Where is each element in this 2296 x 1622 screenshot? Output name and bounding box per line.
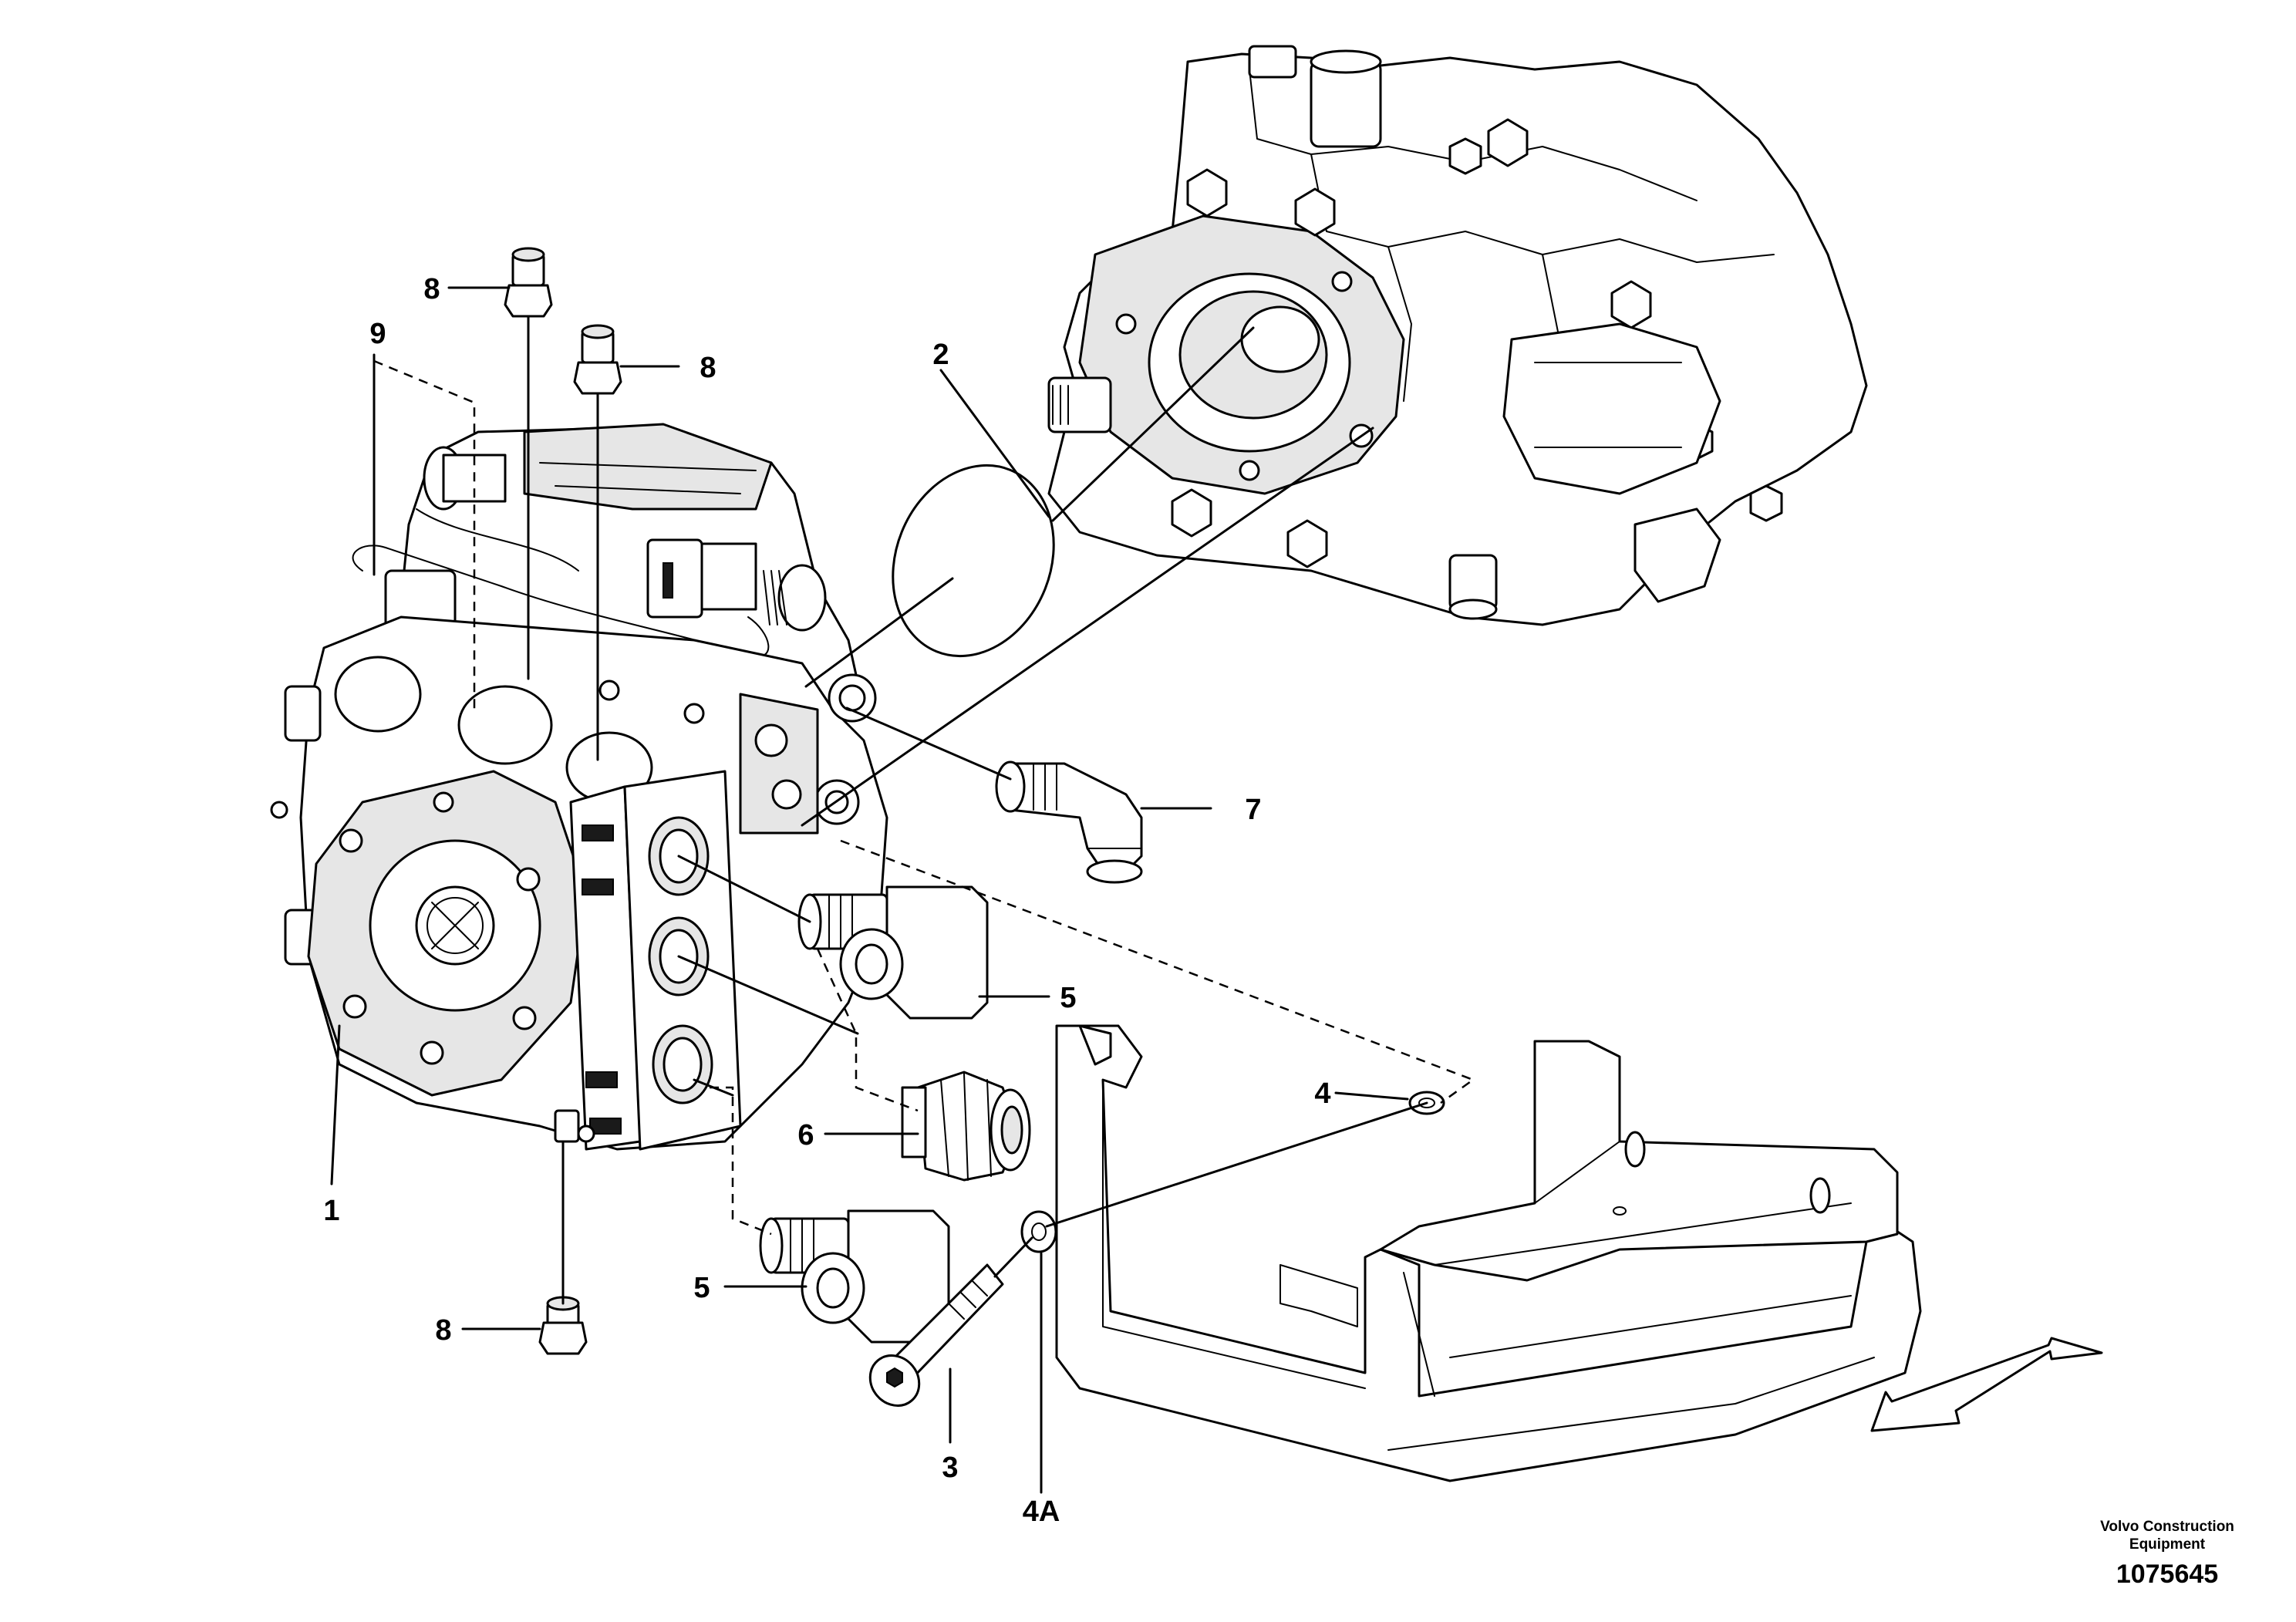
callout-labels: 1 2 3 4 4A 5 5 6 7 8 8 8 9 xyxy=(323,273,1330,1528)
washer-part xyxy=(1020,1210,1057,1253)
o-ring-part xyxy=(892,464,1055,658)
mounting-bracket xyxy=(1055,1024,1922,1482)
elbow-fitting-part xyxy=(995,760,1143,884)
callout-8-top: 8 xyxy=(423,273,440,305)
callout-8-right: 8 xyxy=(700,352,716,384)
callout-4a: 4A xyxy=(1023,1496,1060,1528)
test-port-plug-part xyxy=(573,324,622,395)
callout-6: 6 xyxy=(797,1119,814,1152)
brand-line-1: Volvo Construction xyxy=(2100,1519,2234,1535)
test-port-plug-part xyxy=(538,1296,588,1355)
forward-direction-arrow-icon xyxy=(1870,1337,2103,1432)
pressure-sensor-part xyxy=(759,1209,950,1344)
cap-screw-part xyxy=(868,1263,1004,1407)
document-number: 1075645 xyxy=(2116,1560,2218,1589)
callout-7: 7 xyxy=(1245,794,1261,826)
brand-line-2: Equipment xyxy=(2129,1536,2206,1553)
callout-4: 4 xyxy=(1314,1077,1330,1110)
callout-3: 3 xyxy=(942,1452,958,1484)
pressure-sensor-part xyxy=(797,885,989,1020)
hydraulic-pump-assembly xyxy=(270,423,888,1151)
test-port-plug-part xyxy=(504,247,553,318)
leader-lines xyxy=(330,286,1409,1494)
assembly-dashed-lines xyxy=(373,359,1475,1236)
callout-8-bottom: 8 xyxy=(435,1314,451,1347)
explosion-lines xyxy=(527,315,1428,1305)
callout-1: 1 xyxy=(323,1195,339,1227)
footer-block: Volvo Construction Equipment 1075645 xyxy=(2100,1519,2234,1589)
plug-fitting-part xyxy=(901,1071,1031,1182)
callout-5-upper: 5 xyxy=(1060,982,1076,1014)
transmission-housing xyxy=(1047,45,1868,626)
callout-2: 2 xyxy=(932,339,949,371)
callout-9: 9 xyxy=(369,318,386,350)
callout-5-lower: 5 xyxy=(693,1272,710,1304)
